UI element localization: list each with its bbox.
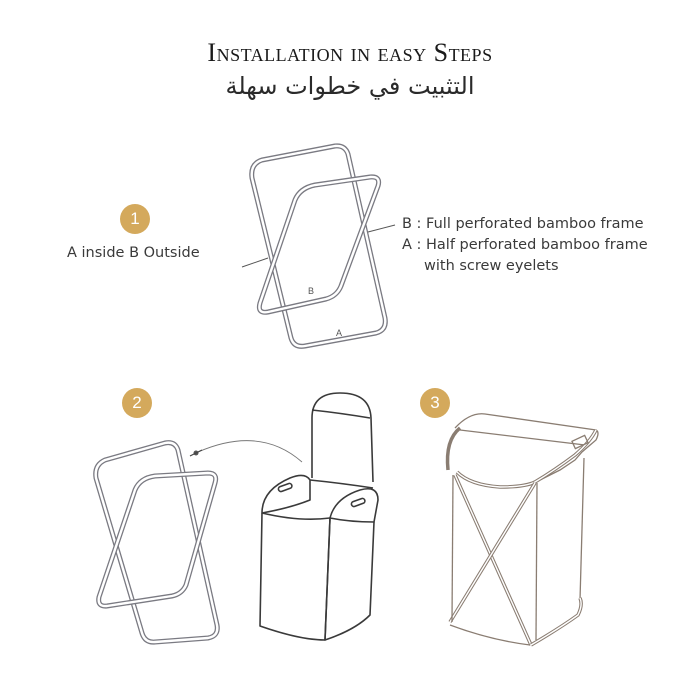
frame-b-label: B (308, 286, 314, 296)
legend-a: A : Half perforated bamboo frame (402, 237, 648, 253)
frame-a-label: A (336, 328, 342, 338)
step-2-badge: 2 (122, 388, 152, 418)
legend-b: B : Full perforated bamboo frame (402, 216, 644, 232)
frame-legend: B : Full perforated bamboo frame A : Hal… (402, 214, 648, 277)
step-1-badge: 1 (120, 204, 150, 234)
page-subtitle-arabic: التثبيت في خطوات سهلة (225, 72, 475, 100)
page-title: Installation in easy Steps (207, 38, 493, 67)
step-3-badge: 3 (420, 388, 450, 418)
step-1-caption: A inside B Outside (67, 245, 200, 261)
legend-a-continued: with screw eyelets (424, 258, 559, 274)
